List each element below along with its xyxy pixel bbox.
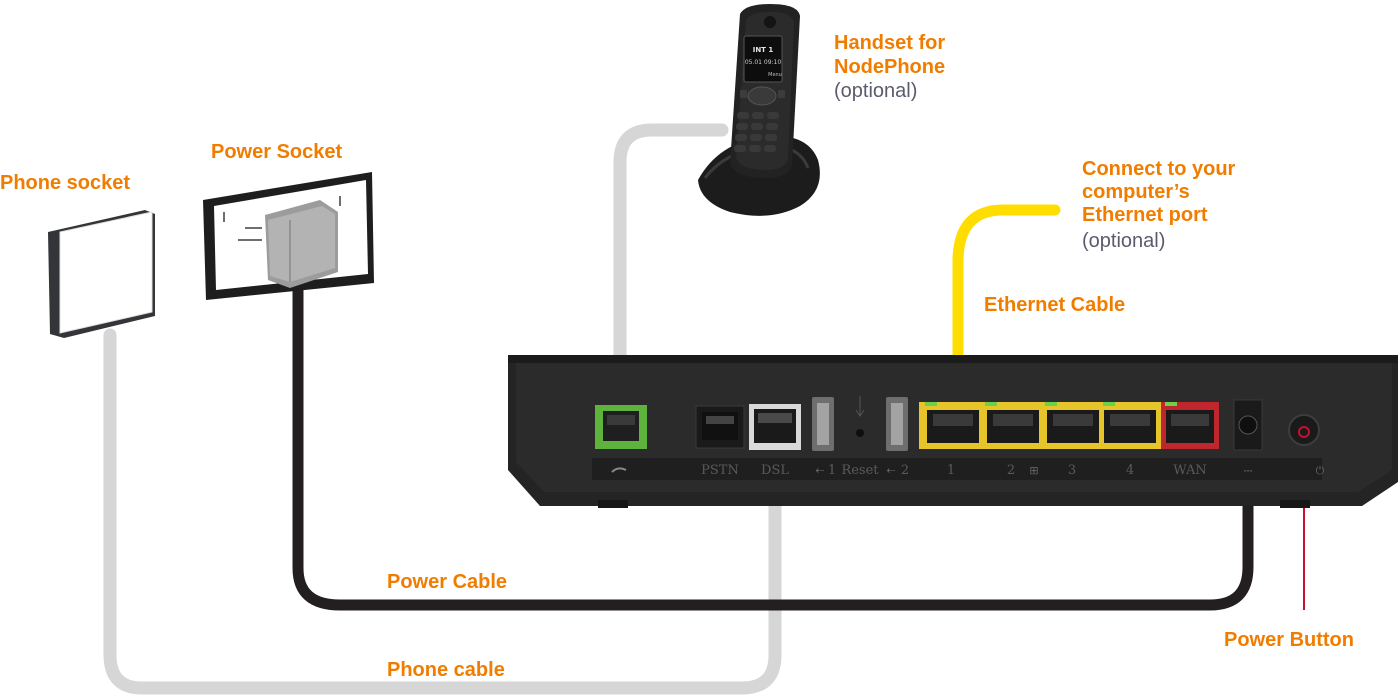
connect-label-line2: computer’s [1082, 181, 1190, 203]
power-input-icon: ⎓ [1244, 464, 1253, 477]
usb-icon-1: ⇠ [815, 464, 824, 477]
ethernet-cable-label: Ethernet Cable [984, 294, 1126, 316]
usb2-label: 2 [901, 463, 909, 478]
power-button[interactable] [1288, 414, 1320, 446]
usb-icon-2: ⇠ [886, 464, 895, 477]
dsl-port[interactable] [749, 404, 801, 450]
lan4-label: 4 [1126, 463, 1134, 478]
handset-nav-ring[interactable] [747, 86, 777, 106]
usb1-label: 1 [828, 463, 836, 478]
connect-label-line1: Connect to your [1082, 158, 1236, 180]
power-socket-label: Power Socket [211, 141, 343, 163]
phone-socket [48, 210, 155, 338]
handset-call-key[interactable] [740, 90, 747, 98]
handset-end-key[interactable] [778, 90, 785, 98]
network-icon: ⊞ [1029, 464, 1038, 477]
phone-port[interactable] [595, 405, 647, 449]
connect-optional-label: (optional) [1082, 230, 1166, 252]
reset-label: Reset [841, 463, 879, 478]
lan3-label: 3 [1068, 463, 1076, 478]
handset-label-line2: NodePhone [834, 56, 946, 78]
power-cable [292, 272, 1254, 611]
phone-cable [103, 328, 782, 695]
phone-cable-label: Phone cable [387, 659, 505, 681]
dsl-label: DSL [761, 463, 789, 478]
usb-port-2[interactable] [886, 397, 908, 451]
lan2-label: 2 [1007, 463, 1015, 478]
wan-label: WAN [1173, 463, 1206, 478]
power-button-label: Power Button [1224, 629, 1354, 651]
usb-port-1[interactable] [812, 397, 834, 451]
handset-screen [743, 35, 783, 83]
reset-button[interactable] [855, 396, 865, 437]
handset-phone-cable [613, 123, 729, 427]
handset-screen-line3: Menu [768, 72, 782, 78]
lan-port-2[interactable] [985, 402, 1039, 443]
lan-port-4[interactable] [1103, 402, 1156, 443]
power-jack[interactable] [1233, 399, 1263, 451]
lan-port-1[interactable] [925, 402, 979, 443]
lan1-label: 1 [947, 463, 955, 478]
pstn-label: PSTN [701, 463, 739, 478]
phone-socket-label: Phone socket [0, 172, 131, 194]
cordless-handset[interactable]: INT 1 05.01 09:10 Menu [698, 4, 820, 216]
ethernet-cable [952, 204, 1061, 426]
handset-screen-line2: 05.01 09:10 [745, 59, 782, 66]
connect-label-line3: Ethernet port [1082, 204, 1208, 226]
handset-optional-label: (optional) [834, 80, 918, 102]
power-cable-label: Power Cable [387, 571, 508, 593]
power-socket [203, 172, 374, 300]
power-symbol-icon: ⏻ [1316, 464, 1325, 477]
pstn-port[interactable] [695, 405, 745, 449]
lan-port-3[interactable] [1045, 402, 1099, 443]
handset-screen-line1: INT 1 [753, 46, 774, 54]
phone-port-handset-icon [611, 467, 627, 473]
handset-label-line1: Handset for [834, 32, 946, 54]
wan-port[interactable] [1161, 402, 1219, 449]
handset-keypad[interactable] [734, 112, 779, 152]
